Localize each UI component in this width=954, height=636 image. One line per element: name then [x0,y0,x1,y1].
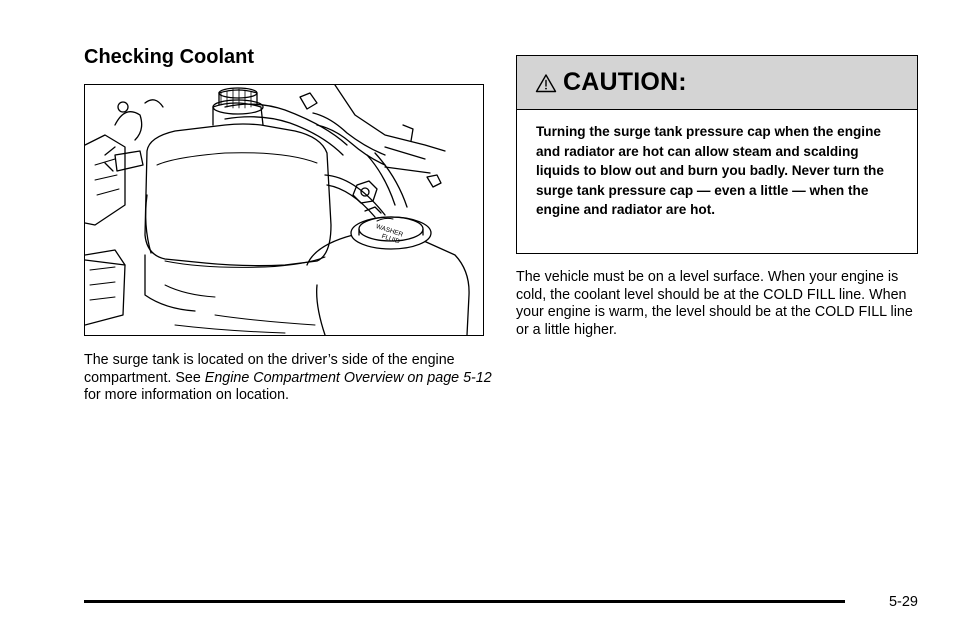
engine-illustration: WASHER FLUID [84,84,484,336]
caution-title: CAUTION: [563,68,687,96]
page-number: 5-29 [888,594,918,610]
page-reference-link: Engine Compartment Overview on page 5-12 [204,369,492,386]
caution-header: CAUTION: [517,56,917,110]
warning-triangle-icon [535,73,557,92]
surge-tank-location-paragraph: The surge tank is located on the driver’… [84,352,494,405]
section-title: Checking Coolant [84,46,255,68]
paragraph-text-end: for more information on location. [84,387,290,403]
caution-box: CAUTION: Turning the surge tank pressure… [516,55,918,254]
paragraph-text: The surge tank is located on the driver’… [84,352,455,386]
caution-text: Turning the surge tank pressure cap when… [536,124,884,218]
coolant-level-paragraph: The vehicle must be on a level surface. … [516,269,913,338]
footer-divider [84,600,845,603]
